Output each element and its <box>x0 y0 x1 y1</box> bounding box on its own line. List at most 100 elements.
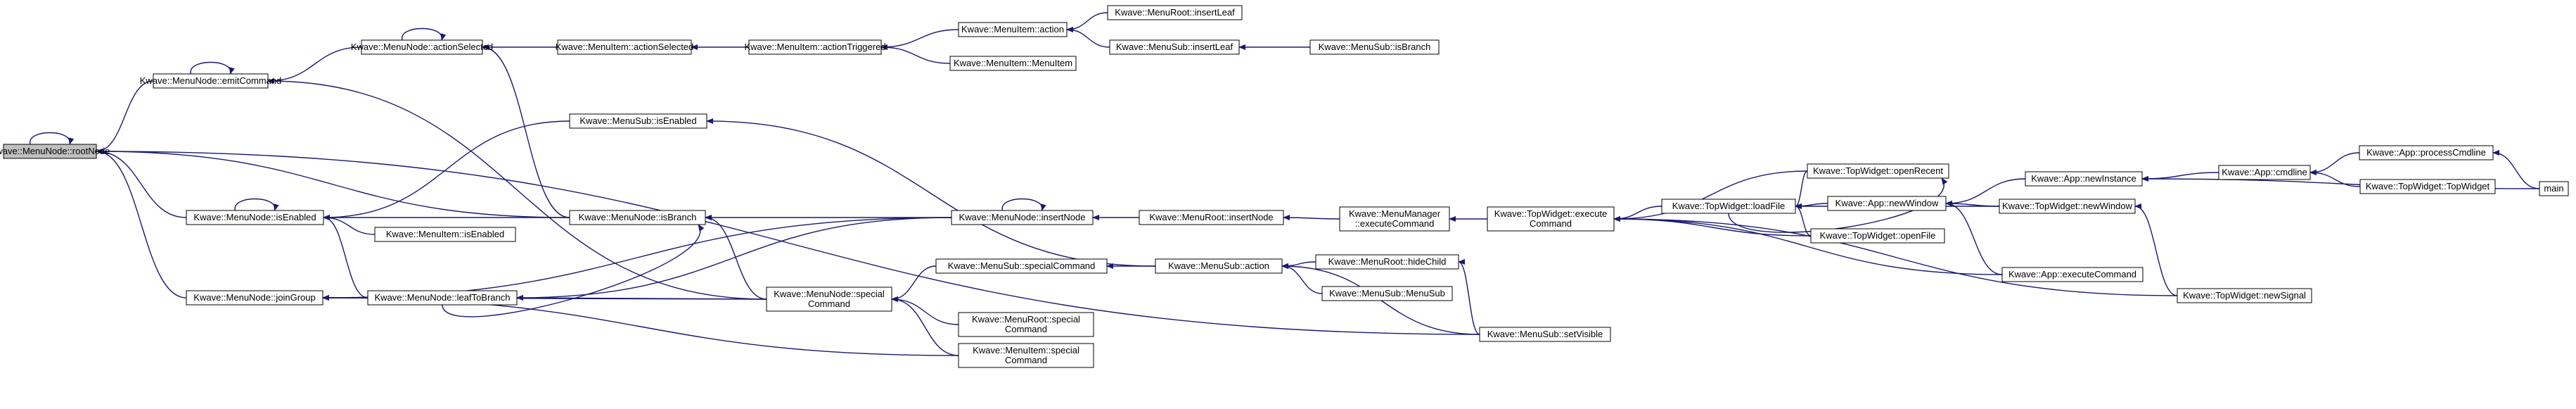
edge-sSetVisible-to-rootNode <box>96 149 1480 335</box>
node-box <box>186 290 323 306</box>
node-box <box>1479 327 1611 342</box>
node-mmExec[interactable]: Kwave::MenuManager::executeCommand <box>1339 206 1450 232</box>
edge-leafToBranch-to-nIsEnabled <box>323 215 369 298</box>
node-sIsEnabled[interactable]: Kwave::MenuSub::isEnabled <box>569 113 707 129</box>
node-joinGroup[interactable]: Kwave::MenuNode::joinGroup <box>186 290 323 306</box>
node-box <box>951 210 1094 225</box>
node-label: Kwave::MenuItem::actionSelected <box>556 42 694 52</box>
node-box <box>557 39 692 55</box>
node-twOpenFile[interactable]: Kwave::TopWidget::openFile <box>1810 228 1945 244</box>
edge-nSpecial-to-leafToBranch <box>516 295 767 301</box>
node-label: Kwave::MenuRoot::hideChild <box>1328 256 1447 267</box>
edge-rootNode-to-rootNode <box>30 132 75 145</box>
node-rootNode[interactable]: Kwave::MenuNode::rootNode <box>0 144 110 159</box>
edge-nSpecial-to-nIsBranch <box>705 215 767 300</box>
edge-nInsertNode-to-leafToBranch <box>516 217 952 301</box>
node-label: main <box>2544 183 2563 194</box>
node-appExec[interactable]: Kwave::App::executeCommand <box>2001 267 2144 282</box>
node-box <box>2218 165 2311 180</box>
node-twNewSignal[interactable]: Kwave::TopWidget::newSignal <box>2177 288 2312 303</box>
node-box <box>1309 39 1440 55</box>
node-nIsBranch[interactable]: Kwave::MenuNode::isBranch <box>569 210 706 225</box>
node-box <box>1109 39 1240 55</box>
edge-iMenuItem-to-iActionTrig <box>880 44 951 64</box>
node-label: Command <box>1005 355 1047 365</box>
node-twNewWindow[interactable]: Kwave::TopWidget::newWindow <box>1999 199 2136 214</box>
node-sInsertLeaf[interactable]: Kwave::MenuSub::insertLeaf <box>1109 39 1240 55</box>
node-label: Kwave::MenuSub::specialCommand <box>948 260 1096 271</box>
node-appProcCmd[interactable]: Kwave::App::processCmdline <box>2359 145 2494 161</box>
node-rHideChild[interactable]: Kwave::MenuRoot::hideChild <box>1315 254 1459 270</box>
edge-iSpecial-to-nSpecial <box>891 296 959 356</box>
node-label: Kwave::App::cmdline <box>2222 167 2307 177</box>
node-label: Command <box>1530 218 1572 229</box>
edge-iAction-to-iActionTrig <box>880 29 959 50</box>
node-box <box>958 343 1094 368</box>
edge-iIsEnabled-to-nIsEnabled <box>323 215 376 235</box>
node-twLoadFile[interactable]: Kwave::TopWidget::loadFile <box>1661 199 1796 214</box>
edge-appCmdline-to-appNewInstance <box>2141 172 2219 182</box>
edge-twOpenRecent-to-twExec <box>1613 170 1808 222</box>
node-label: Kwave::TopWidget::newWindow <box>2002 201 2133 211</box>
node-box <box>766 287 892 312</box>
node-label: Kwave::TopWidget::openFile <box>1820 230 1936 241</box>
node-appNewInstance[interactable]: Kwave::App::newInstance <box>2025 171 2143 187</box>
node-sAction[interactable]: Kwave::MenuSub::action <box>1155 258 1283 274</box>
node-label: Kwave::MenuSub::action <box>1168 260 1269 271</box>
node-box <box>186 210 324 225</box>
node-box <box>2359 145 2494 161</box>
node-emitCommand[interactable]: Kwave::MenuNode::emitCommand <box>140 73 282 89</box>
node-label: Kwave::MenuSub::insertLeaf <box>1116 42 1233 52</box>
node-iIsEnabled[interactable]: Kwave::MenuItem::isEnabled <box>374 227 516 242</box>
node-appCmdline[interactable]: Kwave::App::cmdline <box>2218 165 2311 180</box>
node-nIsEnabled[interactable]: Kwave::MenuNode::isEnabled <box>186 210 324 225</box>
node-label: ::executeCommand <box>1355 218 1435 229</box>
node-box <box>569 113 707 129</box>
node-twOpenRecent[interactable]: Kwave::TopWidget::openRecent <box>1807 163 1949 179</box>
node-rInsertLeaf[interactable]: Kwave::MenuRoot::insertLeaf <box>1107 5 1243 20</box>
node-main[interactable]: main <box>2539 181 2569 196</box>
node-box <box>569 210 706 225</box>
node-twExec[interactable]: Kwave::TopWidget::executeCommand <box>1487 206 1615 232</box>
node-label: Kwave::TopWidget::execute <box>1494 208 1607 219</box>
edge-appNewInstance-to-appNewWindow <box>1945 178 2026 206</box>
node-sMenuSub[interactable]: Kwave::MenuSub::MenuSub <box>1321 286 1453 301</box>
node-sSpecial[interactable]: Kwave::MenuSub::specialCommand <box>935 258 1108 274</box>
node-label: Kwave::MenuItem::action <box>961 24 1064 34</box>
node-iSpecial[interactable]: Kwave::MenuItem::specialCommand <box>958 343 1094 368</box>
node-label: Kwave::App::processCmdline <box>2366 147 2486 158</box>
node-box <box>1315 254 1459 270</box>
node-nInsertNode[interactable]: Kwave::MenuNode::insertNode <box>951 210 1094 225</box>
node-rInsertNode[interactable]: Kwave::MenuRoot::insertNode <box>1139 210 1284 225</box>
edge-twNewSignal-to-twExec <box>1613 216 2178 296</box>
node-leafToBranch[interactable]: Kwave::MenuNode::leafToBranch <box>367 290 518 306</box>
edge-appExec-to-twExec <box>1613 216 2003 275</box>
edge-sInsertLeaf-to-iAction <box>1066 27 1110 48</box>
node-label: Kwave::App::executeCommand <box>2008 269 2136 279</box>
node-iActionTrig[interactable]: Kwave::MenuItem::actionTriggered <box>744 39 886 55</box>
node-box <box>374 227 516 242</box>
node-nActionSel[interactable]: Kwave::MenuNode::actionSelected <box>351 39 493 55</box>
edge-twOpenFile-to-twExec <box>1613 216 1812 237</box>
node-label: Kwave::MenuNode::emitCommand <box>140 75 282 86</box>
node-sSetVisible[interactable]: Kwave::MenuSub::setVisible <box>1479 327 1611 342</box>
node-box <box>1155 258 1283 274</box>
node-label: Kwave::MenuSub::MenuSub <box>1329 288 1445 298</box>
node-nSpecial[interactable]: Kwave::MenuNode::specialCommand <box>766 287 892 312</box>
node-appNewWindow[interactable]: Kwave::App::newWindow <box>1827 196 1947 211</box>
node-box <box>958 312 1094 337</box>
node-label: Command <box>1005 324 1047 334</box>
node-label: Kwave::MenuItem::special <box>973 345 1079 355</box>
edge-nActionSel-to-nActionSel <box>402 27 447 41</box>
node-label: Kwave::App::newWindow <box>1835 198 1939 208</box>
node-iActionSel[interactable]: Kwave::MenuItem::actionSelected <box>556 39 694 55</box>
node-twTopWidget[interactable]: Kwave::TopWidget::TopWidget <box>2359 179 2496 194</box>
nodes-layer: Kwave::MenuNode::rootNodeKwave::MenuNode… <box>0 5 2569 368</box>
node-label: Kwave::MenuNode::special <box>774 289 885 299</box>
node-iMenuItem[interactable]: Kwave::MenuItem::MenuItem <box>949 56 1077 71</box>
node-iAction[interactable]: Kwave::MenuItem::action <box>958 22 1068 37</box>
node-rSpecial[interactable]: Kwave::MenuRoot::specialCommand <box>958 312 1094 337</box>
node-sIsBranch[interactable]: Kwave::MenuSub::isBranch <box>1309 39 1440 55</box>
edge-nIsBranch-to-rootNode <box>96 149 570 218</box>
